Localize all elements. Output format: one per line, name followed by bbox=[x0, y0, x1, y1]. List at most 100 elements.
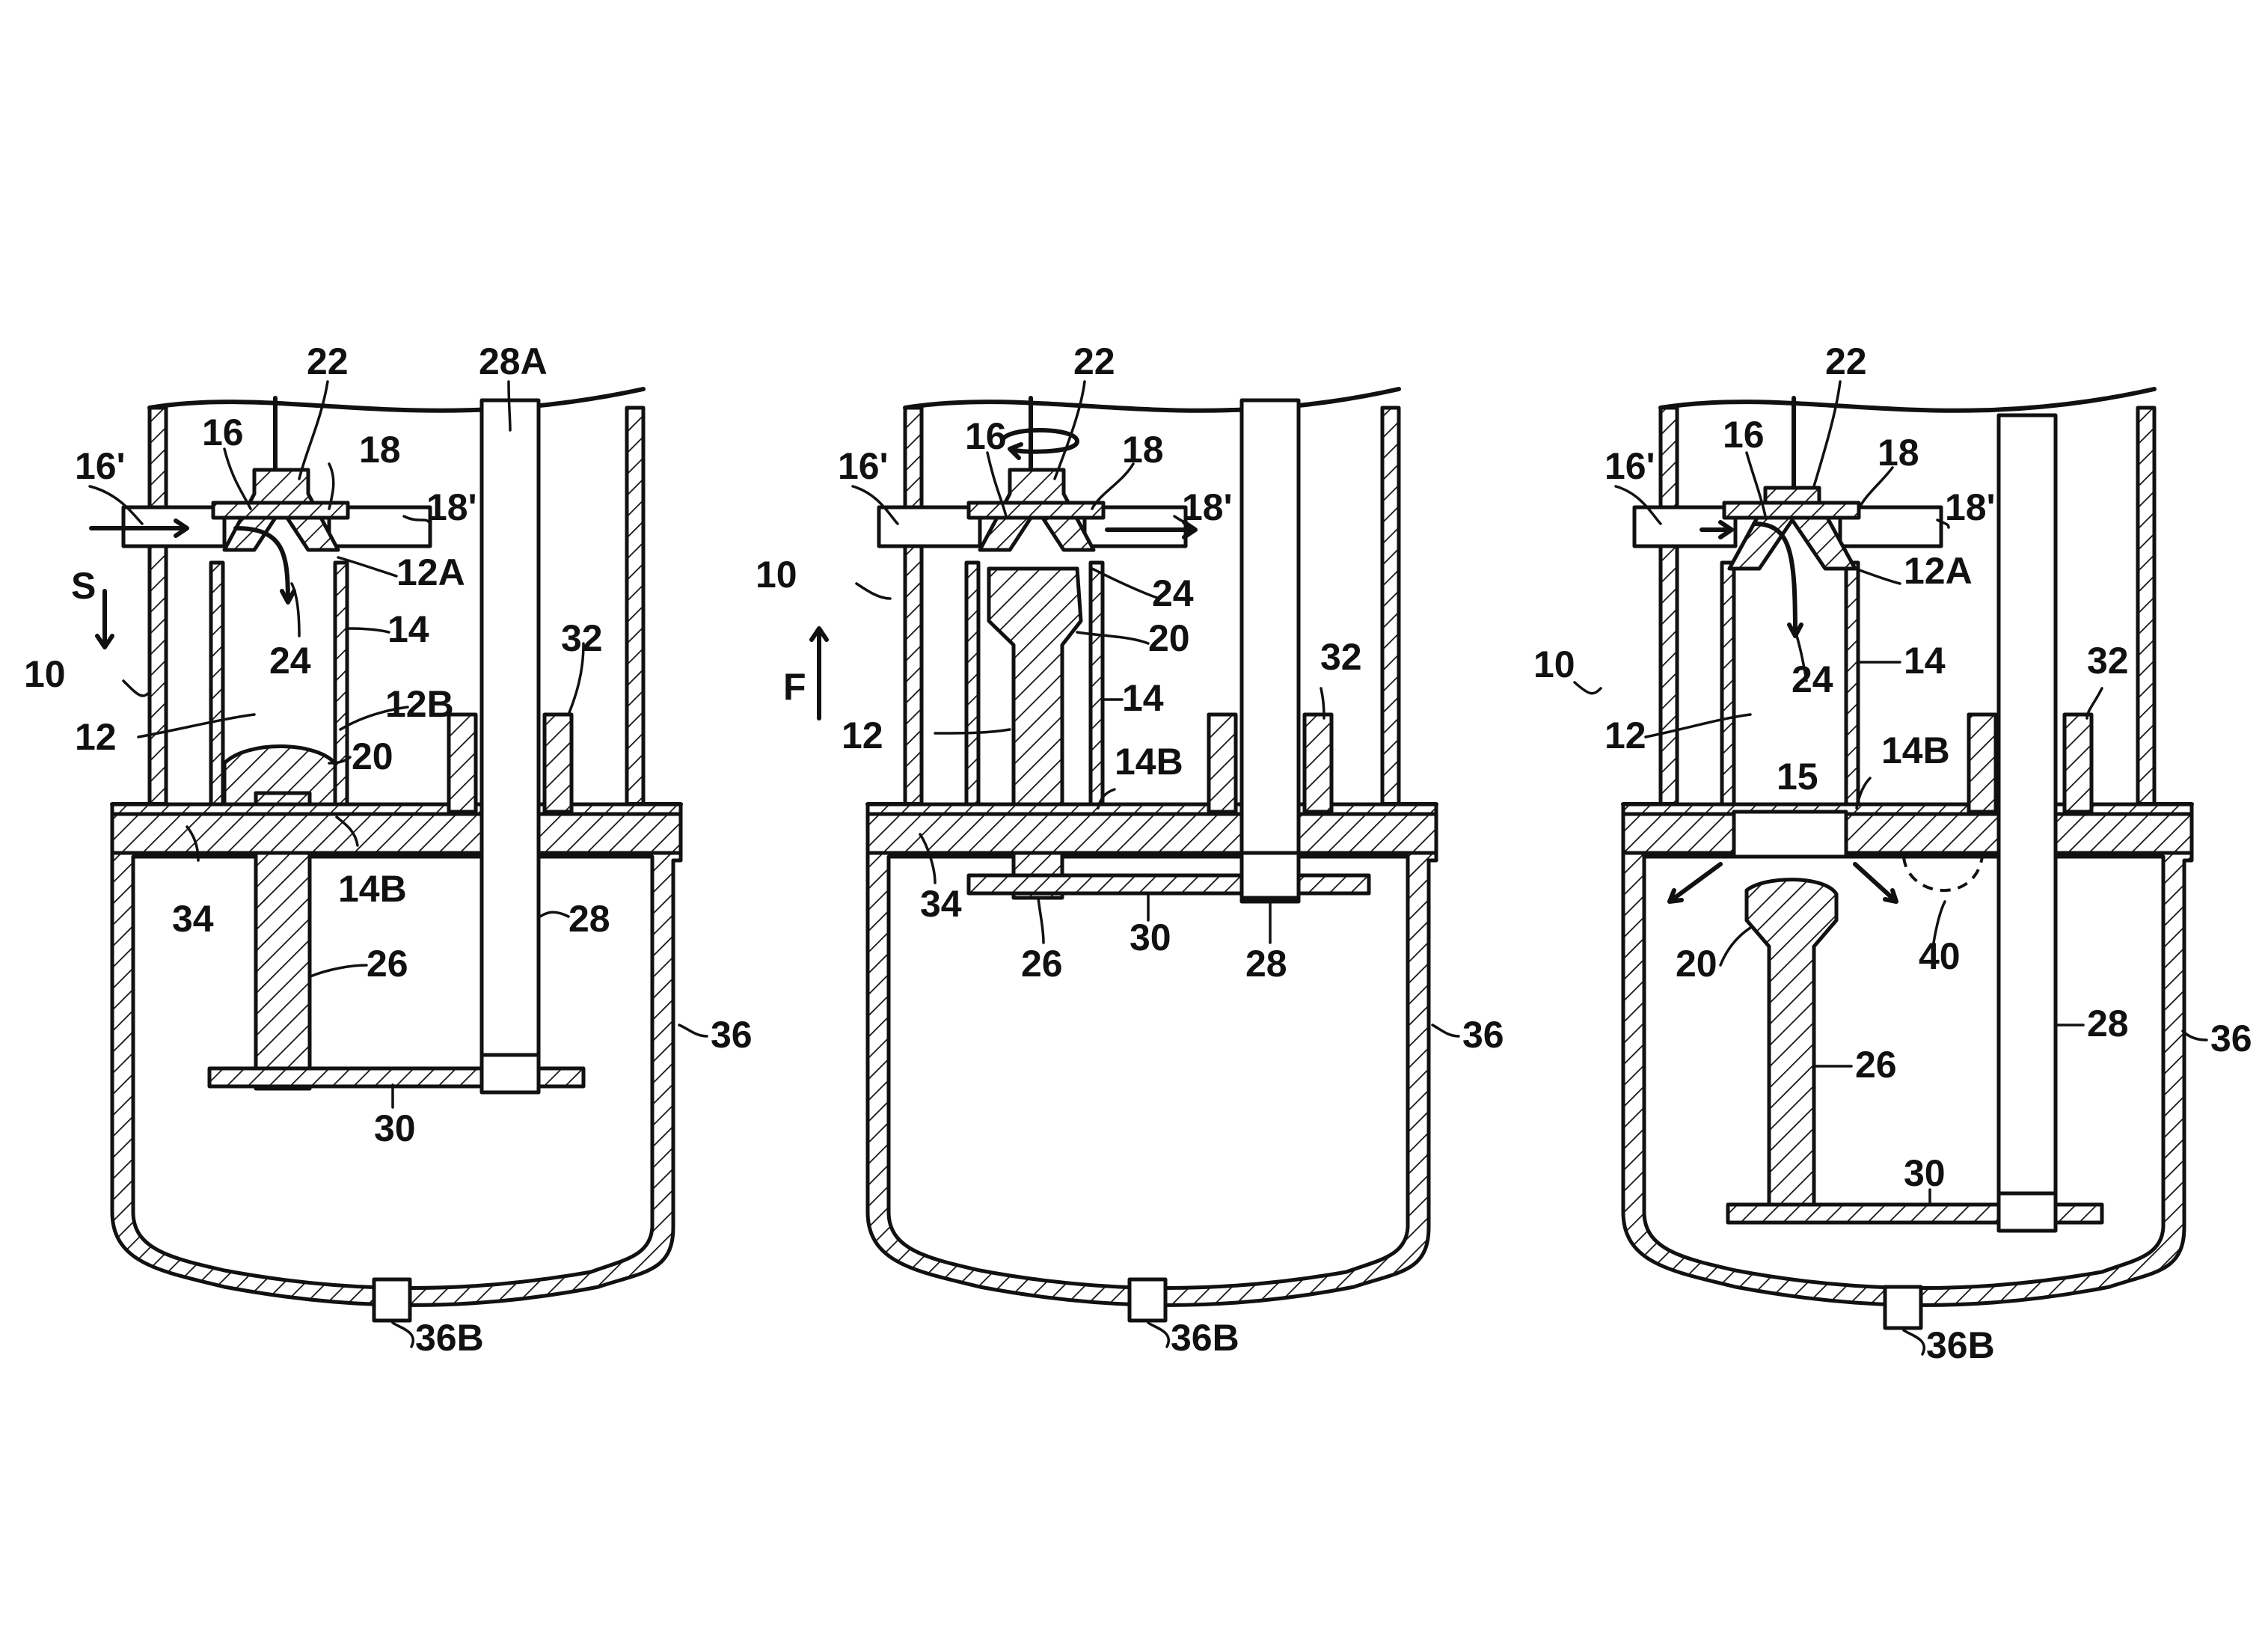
label-16: 16 bbox=[1723, 414, 1765, 456]
label-20: 20 bbox=[1148, 617, 1190, 659]
label-15: 15 bbox=[1777, 756, 1818, 798]
label-12: 12 bbox=[75, 716, 117, 758]
label-20: 20 bbox=[352, 735, 393, 777]
label-36: 36 bbox=[1462, 1014, 1504, 1056]
label-s: S bbox=[71, 565, 96, 607]
housing-break-line bbox=[905, 389, 1399, 411]
rod-28-tip bbox=[1999, 1193, 2056, 1231]
chamber-wall-right bbox=[1846, 563, 1858, 813]
label-12b: 12B bbox=[385, 683, 454, 725]
label-30: 30 bbox=[374, 1107, 416, 1149]
label-12: 12 bbox=[842, 715, 883, 756]
rod-26-lower bbox=[256, 853, 310, 1089]
label-28: 28 bbox=[568, 898, 610, 940]
label-28a: 28A bbox=[479, 340, 548, 382]
label-16p: 16' bbox=[1605, 445, 1655, 487]
drain-36b bbox=[1130, 1279, 1165, 1321]
seal-32-right bbox=[1305, 715, 1331, 812]
label-10: 10 bbox=[1533, 643, 1575, 685]
label-12: 12 bbox=[1605, 715, 1646, 756]
housing-break-line bbox=[150, 389, 643, 411]
opening-15 bbox=[1734, 812, 1846, 857]
rod-28-tip bbox=[1242, 853, 1299, 898]
housing-right-wall bbox=[2138, 408, 2154, 804]
s-arrow bbox=[97, 591, 112, 647]
label-22: 22 bbox=[307, 340, 349, 382]
label-24: 24 bbox=[1792, 658, 1833, 700]
label-18p: 18' bbox=[1182, 486, 1233, 528]
label-14: 14 bbox=[387, 608, 429, 650]
label-20: 20 bbox=[1676, 943, 1717, 985]
label-36: 36 bbox=[2210, 1018, 2252, 1059]
label-26: 26 bbox=[1021, 943, 1063, 985]
label-22: 22 bbox=[1825, 340, 1867, 382]
label-28: 28 bbox=[2087, 1003, 2129, 1044]
housing-left-wall bbox=[150, 408, 166, 804]
rod-28-tip bbox=[482, 1055, 539, 1092]
seal-32-left bbox=[1969, 715, 1996, 812]
figure-left: 22 28A 16' 16 18 18' S 24 12A 14 10 12 1… bbox=[24, 340, 753, 1359]
funnel-base-ring bbox=[969, 503, 1103, 518]
seal-32-right bbox=[545, 715, 571, 812]
label-12a: 12A bbox=[1904, 550, 1973, 592]
funnel-base-ring bbox=[213, 503, 348, 518]
label-14: 14 bbox=[1122, 677, 1164, 719]
drain-36b bbox=[1885, 1287, 1921, 1328]
label-34: 34 bbox=[920, 883, 962, 925]
seal-32-right bbox=[2065, 715, 2091, 812]
label-16: 16 bbox=[965, 415, 1007, 457]
label-10: 10 bbox=[756, 554, 797, 596]
seal-32-left bbox=[449, 715, 476, 812]
label-26: 26 bbox=[367, 943, 408, 985]
label-24: 24 bbox=[1152, 572, 1194, 614]
label-36: 36 bbox=[711, 1014, 753, 1056]
label-18: 18 bbox=[1878, 432, 1919, 474]
chamber-wall-right bbox=[1091, 563, 1103, 813]
label-14b: 14B bbox=[1881, 729, 1950, 771]
housing-right-wall bbox=[627, 408, 643, 804]
label-30: 30 bbox=[1130, 917, 1171, 958]
cover-plate-34 bbox=[868, 814, 1436, 853]
figure-right: 22 16' 16 18 18' 12A 24 14 10 32 12 14B … bbox=[1533, 340, 2252, 1366]
chamber-wall-left bbox=[966, 563, 978, 813]
actuator-rod-28 bbox=[482, 400, 539, 1089]
chamber-wall-left bbox=[1722, 563, 1734, 813]
label-36b: 36B bbox=[1171, 1317, 1239, 1359]
label-34: 34 bbox=[172, 898, 214, 940]
label-f: F bbox=[783, 666, 806, 708]
label-32: 32 bbox=[1320, 636, 1362, 678]
label-16p: 16' bbox=[838, 445, 889, 487]
housing-right-wall bbox=[1382, 408, 1399, 804]
label-18p: 18' bbox=[426, 486, 477, 528]
housing-left-wall bbox=[1661, 408, 1677, 804]
actuator-rod-28 bbox=[1999, 415, 2056, 1227]
label-16: 16 bbox=[202, 412, 244, 453]
drain-36b bbox=[374, 1279, 410, 1321]
label-32: 32 bbox=[2087, 640, 2129, 682]
funnel-base-ring bbox=[1724, 503, 1859, 518]
label-36b: 36B bbox=[1926, 1324, 1995, 1366]
label-26: 26 bbox=[1855, 1044, 1897, 1086]
label-18: 18 bbox=[359, 429, 401, 471]
rotation-arrow bbox=[1002, 430, 1077, 458]
housing-break-line bbox=[1661, 389, 2154, 411]
cover-plate-34 bbox=[1623, 814, 2192, 853]
label-36b: 36B bbox=[415, 1317, 484, 1359]
actuator-rod-28 bbox=[1242, 400, 1299, 902]
inlet-pipe-16p bbox=[879, 507, 980, 546]
chamber-wall-left bbox=[211, 563, 223, 813]
label-28: 28 bbox=[1245, 943, 1287, 985]
label-40: 40 bbox=[1919, 935, 1961, 977]
label-18: 18 bbox=[1122, 429, 1164, 471]
label-24: 24 bbox=[269, 640, 311, 682]
label-14: 14 bbox=[1904, 640, 1946, 682]
housing-left-wall bbox=[905, 408, 922, 804]
label-12a: 12A bbox=[396, 551, 465, 593]
label-16p: 16' bbox=[75, 445, 126, 487]
seal-32-left bbox=[1209, 715, 1236, 812]
label-10: 10 bbox=[24, 653, 66, 695]
f-arrow bbox=[812, 628, 827, 718]
label-18p: 18' bbox=[1945, 486, 1996, 528]
label-14b: 14B bbox=[1115, 741, 1183, 783]
